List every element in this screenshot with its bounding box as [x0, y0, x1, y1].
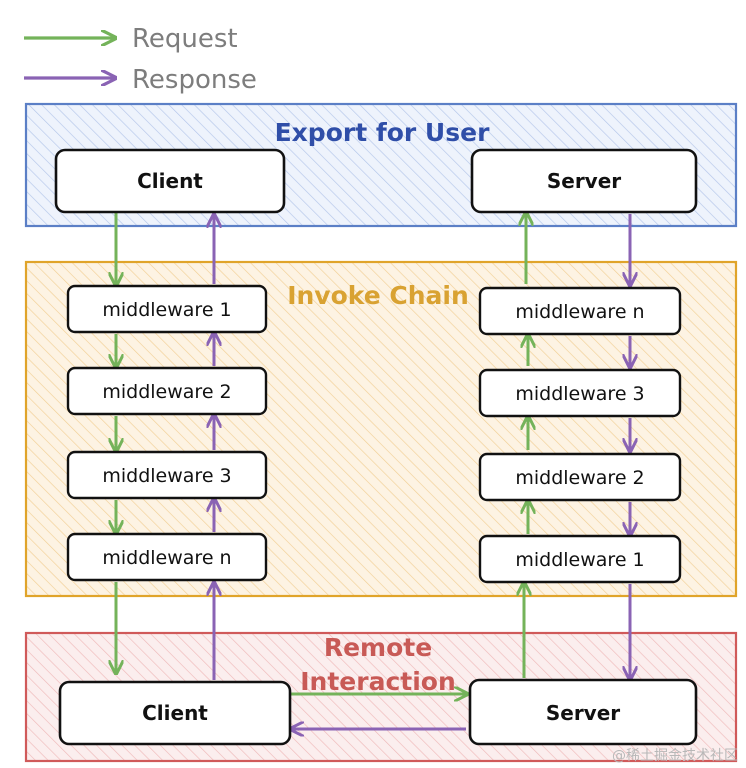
response-arrows	[214, 214, 630, 729]
remote-panel-title-line1: Remote	[324, 633, 432, 662]
server-middleware-2-label: middleware 2	[515, 467, 644, 489]
client-middleware-1-label: middleware 1	[102, 299, 231, 321]
watermark: @稀土掘金技术社区	[612, 748, 738, 764]
server-middleware-3-label: middleware 3	[515, 383, 644, 405]
invoke-chain-panel-title: Invoke Chain	[287, 281, 469, 310]
request-legend-label: Request	[132, 24, 238, 54]
remote-server-node: Server	[468, 678, 698, 746]
remote-client-label: Client	[142, 701, 208, 725]
legend: Request Response	[24, 24, 257, 95]
client-middleware-1: middleware 1	[66, 284, 268, 334]
request-arrows	[116, 210, 528, 694]
client-middleware-2-label: middleware 2	[102, 381, 231, 403]
remote-server-label: Server	[546, 701, 620, 725]
server-middleware-1-label: middleware 1	[515, 549, 644, 571]
server-middleware-n-label: middleware n	[515, 301, 644, 323]
response-legend-label: Response	[132, 65, 257, 95]
server-middleware-n: middleware n	[478, 286, 682, 336]
client-middleware-n-label: middleware n	[102, 547, 231, 569]
export-server-label: Server	[547, 169, 621, 193]
server-middleware-3: middleware 3	[478, 368, 682, 418]
remote-client-node: Client	[58, 680, 292, 746]
server-middleware-1: middleware 1	[478, 534, 682, 584]
client-middleware-3: middleware 3	[66, 450, 268, 500]
export-panel-title: Export for User	[275, 118, 490, 147]
client-middleware-2: middleware 2	[66, 366, 268, 416]
export-server-node: Server	[470, 148, 698, 214]
export-client-node: Client	[54, 148, 286, 214]
client-middleware-3-label: middleware 3	[102, 465, 231, 487]
server-middleware-2: middleware 2	[478, 452, 682, 502]
export-client-label: Client	[137, 169, 203, 193]
client-middleware-n: middleware n	[66, 532, 268, 582]
remote-panel-title-line2: Interaction	[300, 667, 456, 696]
